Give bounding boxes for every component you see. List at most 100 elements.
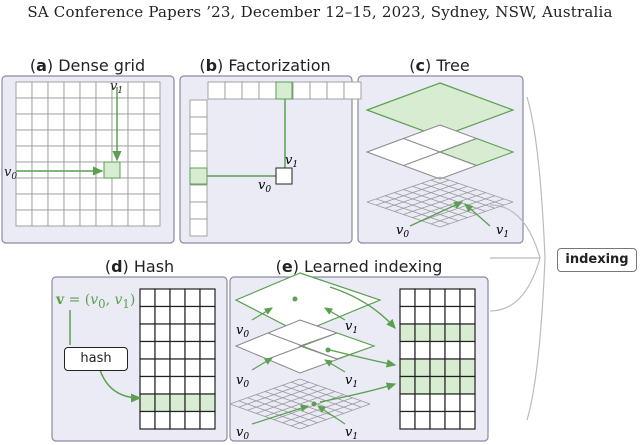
learned-cell [414, 375, 431, 395]
hash-cell [139, 358, 156, 378]
grid-cell [63, 161, 81, 179]
grid-cell [15, 193, 33, 211]
learned-cell [429, 393, 446, 413]
hash-cell [184, 340, 201, 360]
col-cell [189, 201, 208, 220]
hash-cell [199, 393, 216, 413]
grid-cell [63, 129, 81, 147]
learned-cell [399, 358, 416, 378]
learned-cell [444, 393, 461, 413]
hash-cell [139, 323, 156, 343]
hash-cell [199, 288, 216, 308]
learned-cell [429, 288, 446, 308]
learned-cell [459, 358, 476, 378]
hash-cell [184, 393, 201, 413]
grid-cell [127, 113, 145, 131]
hash-cell [169, 375, 186, 395]
learned-table [399, 288, 476, 430]
hash-cell [139, 305, 156, 325]
grid-cell [47, 113, 65, 131]
learned-cell [414, 358, 431, 378]
grid-cell [143, 193, 161, 211]
grid-cell [63, 193, 81, 211]
grid-cell [95, 97, 113, 115]
grid-line [403, 189, 477, 215]
hash-cell [199, 323, 216, 343]
learned-cell [399, 410, 416, 430]
grid-cell [127, 209, 145, 227]
dense-grid [15, 81, 161, 227]
learned-cell [414, 410, 431, 430]
grid-cell [95, 209, 113, 227]
grid-cell [47, 177, 65, 195]
grid-cell [47, 193, 65, 211]
hash-cell [169, 358, 186, 378]
grid-cell [127, 193, 145, 211]
grid-cell [127, 81, 145, 99]
grid-cell [47, 81, 65, 99]
hash-cell [169, 393, 186, 413]
grid-cell [47, 161, 65, 179]
hash-table [139, 288, 216, 430]
grid-cell [143, 209, 161, 227]
caption-learned-indexing: (e) Learned indexing [275, 257, 443, 276]
grid-cell [95, 113, 113, 131]
grid-cell [79, 145, 97, 163]
row-cell [309, 81, 328, 100]
factor-row [207, 81, 362, 100]
hash-cell [154, 305, 171, 325]
grid-cell [31, 145, 49, 163]
grid-cell [63, 113, 81, 131]
row-cell [292, 81, 311, 100]
grid-line [273, 387, 344, 414]
grid-cell [31, 209, 49, 227]
hash-cell [169, 340, 186, 360]
grid-cell [31, 97, 49, 115]
learned-cell [444, 358, 461, 378]
grid-line [264, 391, 336, 417]
grid-cell [15, 81, 33, 99]
grid-cell [15, 97, 33, 115]
caption-dense-grid: (a) Dense grid [29, 56, 146, 75]
col-cell [189, 133, 208, 152]
grid-cell [15, 161, 33, 179]
grid-cell [111, 193, 129, 211]
row-cell [207, 81, 226, 100]
hash-cell [184, 288, 201, 308]
grid-cell [111, 129, 129, 147]
hash-cell [184, 305, 201, 325]
learned-cell [459, 288, 476, 308]
grid-line [412, 185, 486, 212]
panel-b [179, 75, 353, 244]
grid-cell [31, 81, 49, 99]
grid-cell [63, 177, 81, 195]
caption-tree: (c) Tree [409, 56, 470, 75]
running-header: SA Conference Papers ’23, December 12–15… [27, 3, 613, 21]
caption-factorization: (b) Factorization [199, 56, 331, 75]
grid-cell [111, 145, 129, 163]
grid-line [291, 381, 362, 408]
grid-cell [63, 81, 81, 99]
learned-cell [414, 288, 431, 308]
learned-cell [459, 305, 476, 325]
grid-cell [111, 113, 129, 131]
hash-cell [184, 375, 201, 395]
grid-cell [47, 97, 65, 115]
hash-cell [184, 323, 201, 343]
indexing-brace [489, 204, 541, 312]
learned-cell [429, 358, 446, 378]
hash-cell [154, 358, 171, 378]
grid-cell [127, 97, 145, 115]
grid-line [412, 192, 486, 219]
grid-line [299, 403, 371, 430]
col-cell [189, 99, 208, 118]
learned-cell [429, 305, 446, 325]
hash-cell [199, 375, 216, 395]
learned-cell [429, 323, 446, 343]
learned-cell [459, 323, 476, 343]
grid-cell [127, 161, 145, 179]
dense-grid-query-cell [103, 161, 121, 179]
hash-cell [154, 288, 171, 308]
row-cell [326, 81, 345, 100]
